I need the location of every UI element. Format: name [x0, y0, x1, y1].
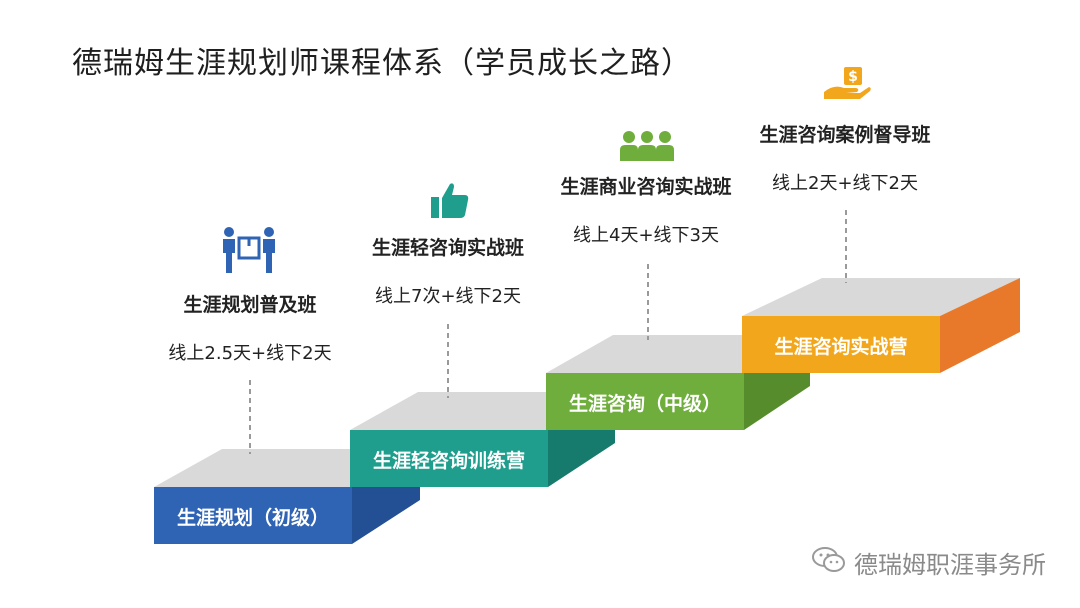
movers-box-icon [220, 226, 278, 274]
course-2: 生涯轻咨询实战班 线上7次+线下2天 [348, 233, 548, 308]
thumbs-up-icon [430, 180, 470, 220]
step-4-top-face [742, 278, 1020, 316]
step-1-front-face [154, 487, 352, 544]
watermark-text: 德瑞姆职涯事务所 [854, 551, 1046, 579]
course-2-duration: 线上7次+线下2天 [375, 286, 521, 307]
course-4-name: 生涯咨询案例督导班 [759, 124, 931, 146]
svg-text:$: $ [848, 69, 858, 85]
money-hand-icon: $ [822, 66, 872, 102]
course-1: 生涯规划普及班 线上2.5天+线下2天 [150, 290, 350, 365]
step-4-front-face [742, 316, 940, 373]
watermark: 德瑞姆职涯事务所 [812, 545, 1046, 580]
course-2-name: 生涯轻咨询实战班 [371, 237, 524, 259]
step-3-front-face [546, 373, 744, 430]
wechat-icon [812, 546, 846, 580]
course-1-name: 生涯规划普及班 [183, 294, 317, 316]
step-3-label: 生涯咨询（中级） [568, 393, 721, 415]
step-2-front-face [350, 430, 548, 487]
page-title: 德瑞姆生涯规划师课程体系（学员成长之路） [72, 46, 692, 81]
course-1-duration: 线上2.5天+线下2天 [168, 343, 332, 364]
step-1-label: 生涯规划（初级） [176, 507, 329, 529]
step-4-side-face [940, 278, 1020, 373]
course-3: 生涯商业咨询实战班 线上4天+线下3天 [540, 172, 752, 247]
course-4: 生涯咨询案例督导班 线上2天+线下2天 [740, 120, 950, 195]
step-4-label: 生涯咨询实战营 [774, 336, 908, 358]
step-2-label: 生涯轻咨询训练营 [372, 450, 525, 472]
course-3-duration: 线上4天+线下3天 [573, 225, 719, 246]
course-4-duration: 线上2天+线下2天 [772, 173, 918, 194]
group-people-icon [619, 130, 675, 162]
course-3-name: 生涯商业咨询实战班 [560, 176, 732, 198]
